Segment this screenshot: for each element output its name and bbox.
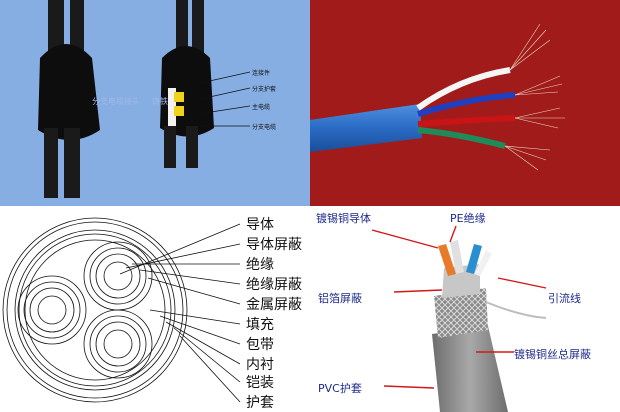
branch-joint-illustration: [38, 0, 251, 198]
label-foil-shield: 铝箔屏蔽: [318, 292, 362, 305]
label-drain-wire: 引流线: [548, 292, 581, 305]
shielded-cable-illustration: [371, 225, 547, 412]
label-metal-shield: 金属屏蔽: [246, 297, 302, 313]
cable-cross-section-panel: 导体 导体屏蔽 绝缘 绝缘屏蔽 金属屏蔽 填充 包带 内衬 铠装 护套: [0, 206, 310, 412]
label-main-cable: 主电缆: [252, 104, 271, 111]
blue-cable-photo-panel: [310, 0, 620, 206]
label-pvc-jacket: PVC护套: [318, 382, 362, 395]
label-sheath: 护套: [246, 395, 274, 411]
blue-cable-illustration: [310, 23, 565, 171]
label-tape: 包带: [246, 337, 274, 353]
shielded-cable-photo-panel: 镀锡铜导体 PE绝缘 铝箔屏蔽 引流线 镀锡铜丝总屏蔽 PVC护套: [310, 206, 620, 412]
label-branch-cable: 分支电缆: [252, 124, 277, 131]
label-inner-lining: 内衬: [246, 357, 274, 373]
cross-section-drawing: [2, 217, 241, 403]
label-branch-sheath: 分支护套: [252, 86, 277, 93]
label-conductor-shield: 导体屏蔽: [246, 237, 302, 253]
label-armor: 铠装: [246, 375, 274, 391]
faint-watermark-text: 分支电缆接头: [92, 97, 140, 106]
label-braid-shield: 镀锡铜丝总屏蔽: [514, 348, 591, 361]
label-conductor: 导体: [246, 217, 274, 233]
label-tinned-conductor: 镀锡铜导体: [316, 212, 371, 225]
label-pe-insulation: PE绝缘: [450, 212, 486, 225]
branch-cable-joint-panel: 分支电缆接头 铸铁 连接件 分支护套 主电缆 分支电缆: [0, 0, 310, 206]
label-filler: 填充: [246, 317, 274, 333]
faint-watermark-text-2: 铸铁: [152, 97, 168, 106]
label-insulation-shield: 绝缘屏蔽: [246, 277, 302, 293]
label-connector: 连接件: [252, 70, 271, 77]
label-insulation: 绝缘: [246, 257, 274, 273]
